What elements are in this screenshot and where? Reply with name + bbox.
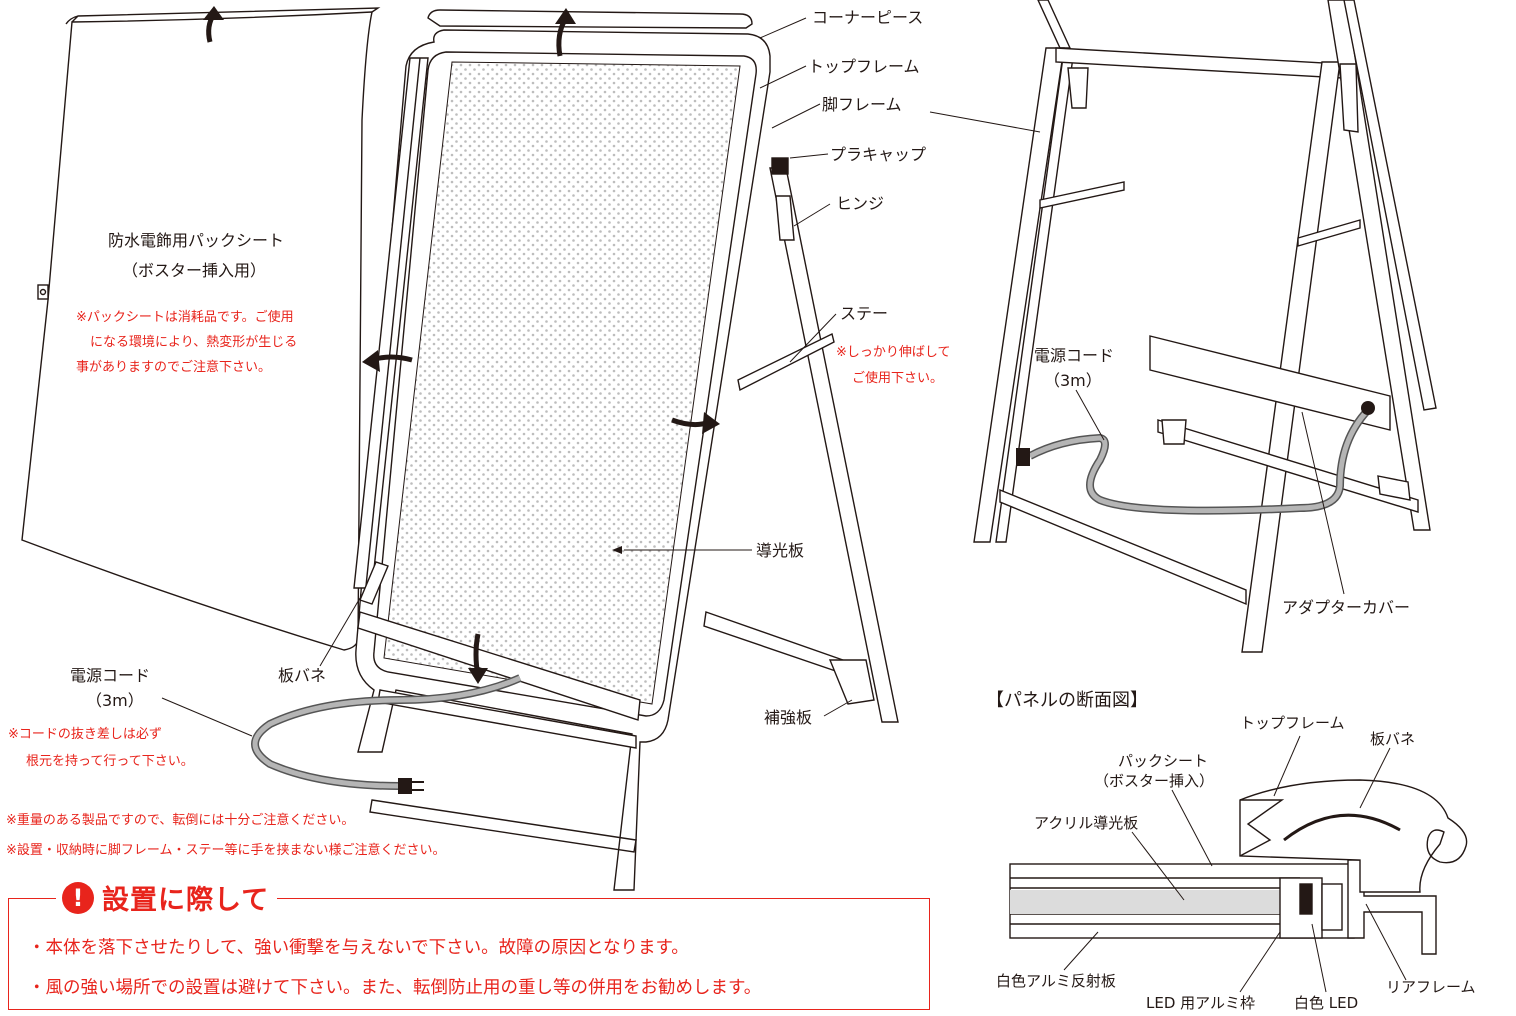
stay-note-1: ※しっかり伸ばして	[836, 345, 951, 360]
back-sheet-note-3: 事がありますのでご注意下さい。	[76, 360, 272, 375]
warning-title: ! 設置に際して	[56, 878, 278, 917]
back-sheet	[21, 7, 381, 651]
cross-section-title: 【パネルの断面図】	[986, 690, 1148, 711]
cs-top-frame: トップフレーム	[1240, 714, 1345, 732]
back-sheet-sub: （ボスター挿入用）	[122, 261, 267, 280]
warning-box	[8, 898, 930, 1010]
weight-note-2: ※設置・収納時に脚フレーム・ステー等に手を挟まない様ご注意ください。	[6, 843, 446, 858]
cord-note-2: 根元を持って行って下さい。	[26, 754, 194, 769]
label-top-frame: トップフレーム	[808, 57, 920, 76]
warning-item-2: ・風の強い場所での設置は避けて下さい。また、転倒防止用の重し等の併用をお勧めしま…	[28, 978, 762, 998]
cs-acrylic: アクリル導光板	[1034, 814, 1139, 832]
label-corner-piece: コーナーピース	[812, 8, 924, 27]
cs-reflector: 白色アルミ反射板	[996, 972, 1116, 990]
warning-title-text: 設置に際して	[102, 885, 270, 916]
back-sheet-label: 防水電飾用パックシート	[108, 231, 285, 250]
stand-assembled	[973, 0, 1437, 653]
label-hinge: ヒンジ	[836, 194, 885, 213]
exclamation-icon: !	[62, 881, 94, 914]
back-sheet-note-1: ※パックシートは消耗品です。ご使用	[76, 310, 294, 325]
cs-back-sheet: パックシート	[1118, 752, 1209, 770]
label-reinforcement: 補強板	[764, 708, 813, 727]
warning-item-1: ・本体を落下させたりして、強い衝撃を与えないで下さい。故障の原因となります。	[28, 938, 689, 958]
label-stay: ステー	[840, 304, 889, 323]
cs-white-led: 白色 LED	[1294, 994, 1359, 1012]
right-label-power-cord: 電源コード	[1034, 346, 1115, 365]
label-plastic-cap: プラキャップ	[830, 145, 927, 164]
label-leg-frame: 脚フレーム	[822, 95, 902, 114]
label-power-cord: 電源コード	[70, 666, 151, 685]
stay-note-2: ご使用下さい。	[852, 371, 944, 386]
right-label-power-cord-len: （3m）	[1044, 371, 1102, 390]
back-sheet-note-2: になる環境により、熱変形が生じる	[90, 335, 298, 350]
label-power-cord-len: （3m）	[86, 691, 144, 710]
panel-cross-section	[1009, 779, 1468, 955]
label-leaf-spring: 板バネ	[278, 666, 327, 685]
cs-leaf-spring: 板バネ	[1370, 730, 1416, 748]
power-cord	[1028, 407, 1371, 515]
cs-led-frame: LED 用アルミ枠	[1146, 994, 1256, 1012]
cs-rear-frame: リアフレーム	[1386, 978, 1476, 996]
weight-note-1: ※重量のある製品ですので、転倒には十分ご注意ください。	[6, 813, 355, 828]
cs-back-sheet-sub: （ボスター挿入）	[1094, 772, 1215, 790]
sign-stand	[353, 9, 899, 891]
label-adapter-cover: アダプターカバー	[1282, 598, 1411, 617]
cord-note-1: ※コードの抜き差しは必ず	[8, 727, 162, 742]
label-light-guide: 導光板	[756, 541, 805, 560]
